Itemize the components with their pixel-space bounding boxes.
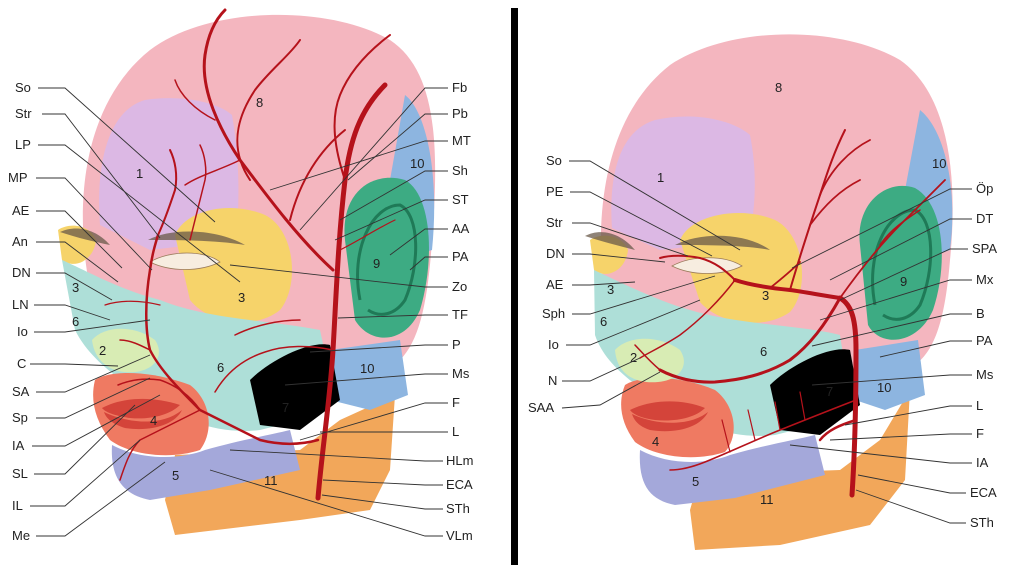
region-number: 1 xyxy=(136,166,143,181)
region-number: 10 xyxy=(360,361,374,376)
label-Sph: Sph xyxy=(542,306,565,321)
label-DN: DN xyxy=(12,265,31,280)
label-AA: AA xyxy=(452,221,470,236)
region-number: 3 xyxy=(72,280,79,295)
label-C: C xyxy=(17,356,26,371)
label-PE: PE xyxy=(546,184,564,199)
label-AE: AE xyxy=(546,277,564,292)
label-SA: SA xyxy=(12,384,30,399)
region-number: 3 xyxy=(762,288,769,303)
label-Sp: Sp xyxy=(12,410,28,425)
label-Mx: Mx xyxy=(976,272,994,287)
label-Öp: Öp xyxy=(976,181,993,196)
label-Me: Me xyxy=(12,528,30,543)
label-An: An xyxy=(12,234,28,249)
label-ST: ST xyxy=(452,192,469,207)
label-ECA: ECA xyxy=(446,477,473,492)
label-SAA: SAA xyxy=(528,400,554,415)
label-L: L xyxy=(976,398,983,413)
label-MP: MP xyxy=(8,170,28,185)
label-TF: TF xyxy=(452,307,468,322)
label-IA: IA xyxy=(12,438,25,453)
label-Io: Io xyxy=(548,337,559,352)
region-number: 11 xyxy=(264,473,278,488)
region-number: 2 xyxy=(99,343,106,358)
label-B: B xyxy=(976,306,985,321)
region-number: 4 xyxy=(150,413,157,428)
region-number: 7 xyxy=(826,384,833,399)
label-STh: STh xyxy=(970,515,994,530)
region-number: 6 xyxy=(760,344,767,359)
label-Str: Str xyxy=(546,215,563,230)
region-number: 9 xyxy=(900,274,907,289)
lower-temporal-region xyxy=(855,340,925,410)
label-VLm: VLm xyxy=(446,528,473,543)
label-F: F xyxy=(976,426,984,441)
region-number: 4 xyxy=(652,434,659,449)
region-number: 5 xyxy=(692,474,699,489)
region-number: 8 xyxy=(256,95,263,110)
region-number: 7 xyxy=(282,400,289,415)
label-P: P xyxy=(452,337,461,352)
label-MT: MT xyxy=(452,133,471,148)
region-number: 6 xyxy=(217,360,224,375)
region-number: 6 xyxy=(72,314,79,329)
label-SL: SL xyxy=(12,466,28,481)
label-DT: DT xyxy=(976,211,993,226)
label-DN: DN xyxy=(546,246,565,261)
region-number: 5 xyxy=(172,468,179,483)
label-Pb: Pb xyxy=(452,106,468,121)
label-So: So xyxy=(15,80,31,95)
label-L: L xyxy=(452,424,459,439)
region-number: 10 xyxy=(410,156,424,171)
region-number: 10 xyxy=(877,380,891,395)
label-LN: LN xyxy=(12,297,29,312)
label-F: F xyxy=(452,395,460,410)
region-number: 9 xyxy=(373,256,380,271)
label-Zo: Zo xyxy=(452,279,467,294)
label-IA: IA xyxy=(976,455,989,470)
region-number: 3 xyxy=(607,282,614,297)
region-number: 1 xyxy=(657,170,664,185)
label-Str: Str xyxy=(15,106,32,121)
region-number: 8 xyxy=(775,80,782,95)
label-SPA: SPA xyxy=(972,241,997,256)
label-Ms: Ms xyxy=(976,367,994,382)
label-LP: LP xyxy=(15,137,31,152)
label-Io: Io xyxy=(17,324,28,339)
label-So: So xyxy=(546,153,562,168)
label-STh: STh xyxy=(446,501,470,516)
label-IL: IL xyxy=(12,498,23,513)
panel-divider xyxy=(511,8,518,565)
region-number: 3 xyxy=(238,290,245,305)
right-head-panel: 8 1 10 9 3 3 6 6 2 7 10 4 5 11 So PE Str… xyxy=(528,34,997,550)
label-Fb: Fb xyxy=(452,80,467,95)
region-number: 6 xyxy=(600,314,607,329)
region-number: 2 xyxy=(630,350,637,365)
region-number: 11 xyxy=(760,492,774,507)
label-ECA: ECA xyxy=(970,485,997,500)
label-N: N xyxy=(548,373,557,388)
label-AE: AE xyxy=(12,203,30,218)
label-Ms: Ms xyxy=(452,366,470,381)
left-head-panel: 8 1 10 9 3 3 6 2 6 10 7 4 5 11 So Str LP… xyxy=(8,10,473,543)
label-HLm: HLm xyxy=(446,453,473,468)
label-PA: PA xyxy=(452,249,469,264)
label-Sh: Sh xyxy=(452,163,468,178)
label-PA: PA xyxy=(976,333,993,348)
region-number: 10 xyxy=(932,156,946,171)
